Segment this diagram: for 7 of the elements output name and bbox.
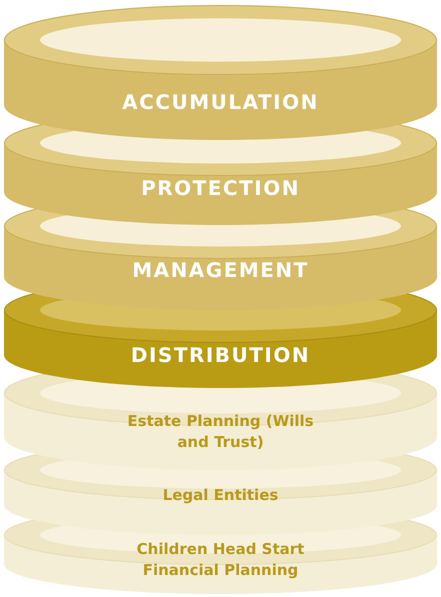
layer-label: DISTRIBUTION xyxy=(130,342,312,368)
layer-label: ACCUMULATION xyxy=(121,89,320,115)
layer-label: PROTECTION xyxy=(140,175,301,201)
layer-label: Legal Entities xyxy=(162,484,280,506)
layer-label: Estate Planning (Wills and Trust) xyxy=(126,411,315,453)
layer-label: Children Head Start Financial Planning xyxy=(136,539,306,581)
layer-label: MANAGEMENT xyxy=(131,257,310,283)
